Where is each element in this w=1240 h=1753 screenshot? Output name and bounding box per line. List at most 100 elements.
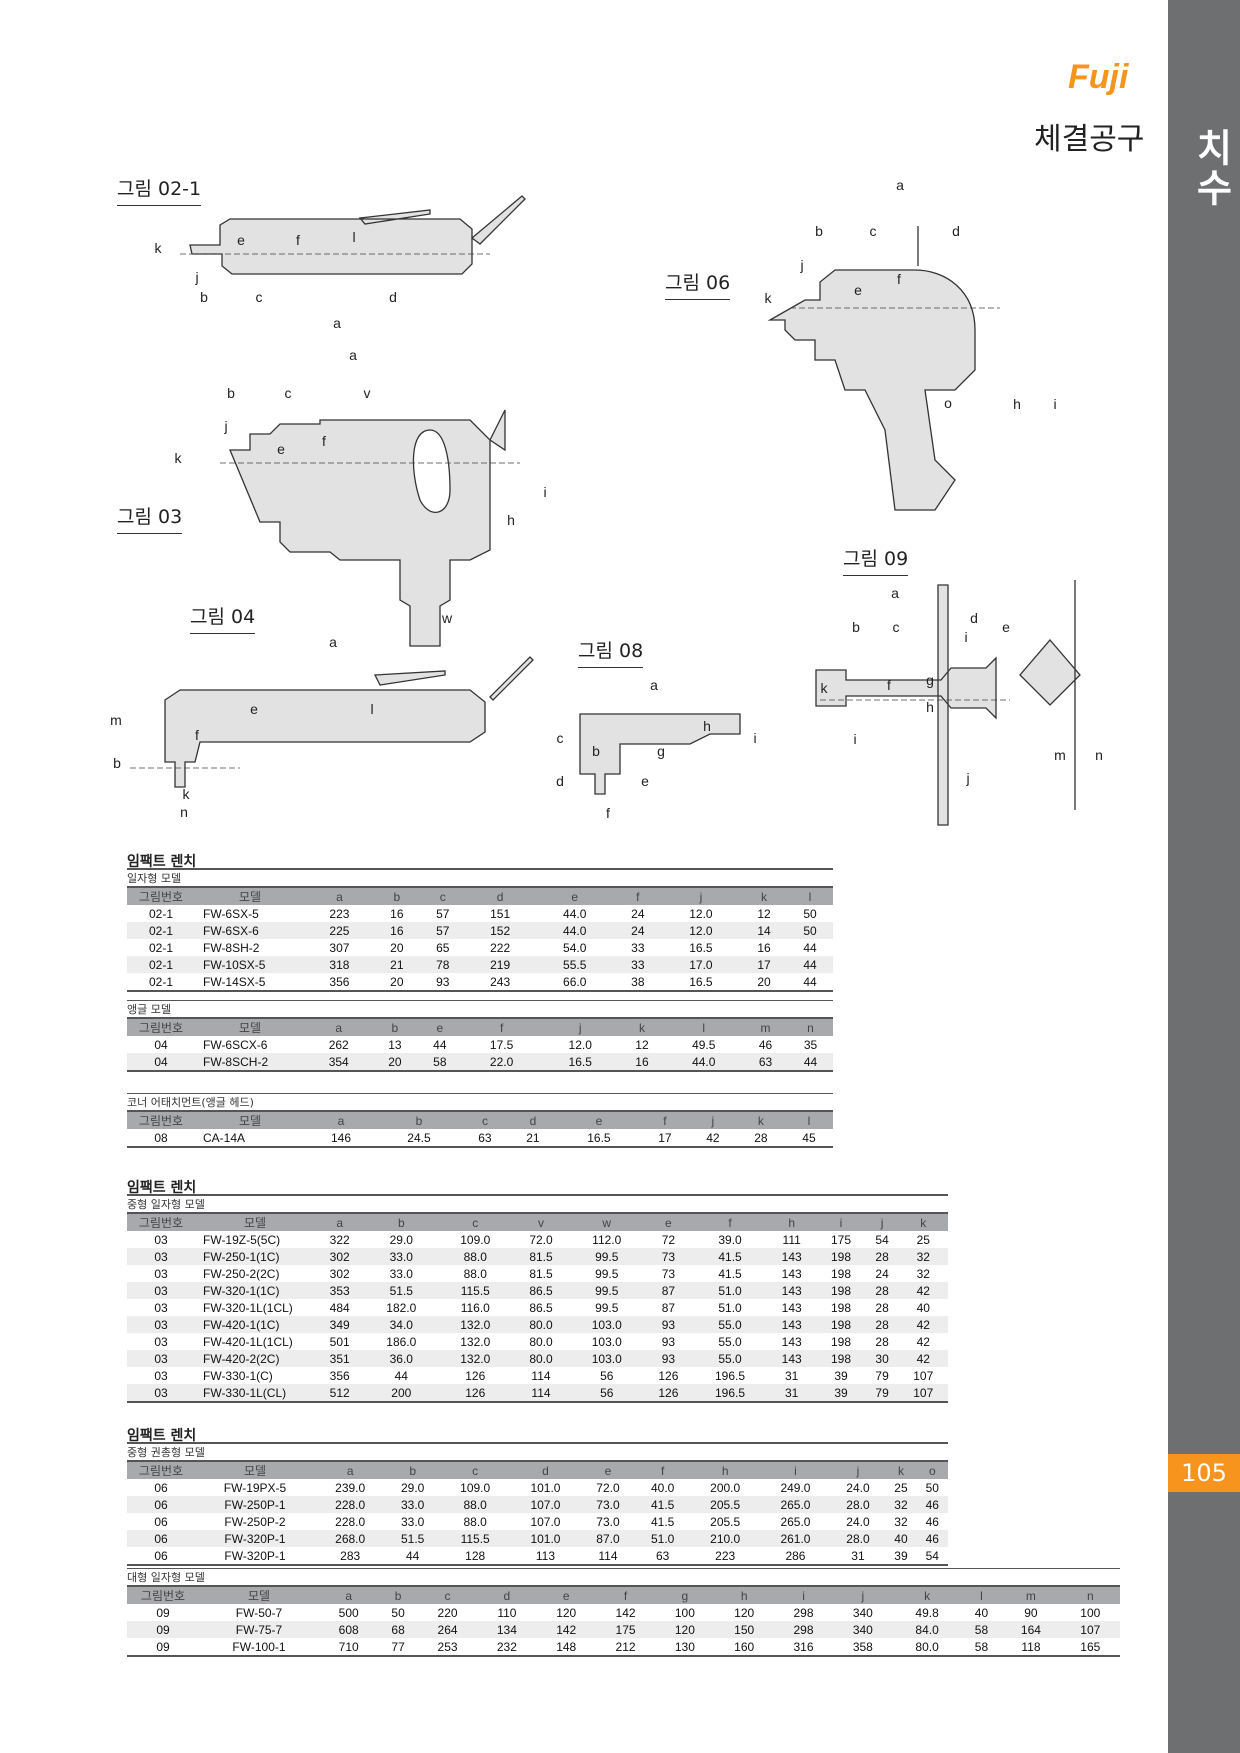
table-subtitle: 앵글 모델	[127, 1000, 833, 1017]
table-cell: 212	[615, 1639, 636, 1654]
table-cell: 16	[757, 940, 771, 955]
column-header: c	[419, 886, 466, 905]
table-cell: 143	[767, 1248, 817, 1265]
dimension-label: e	[277, 441, 285, 457]
table-cell: 39	[816, 1384, 866, 1402]
table-cell: 107.0	[510, 1496, 581, 1513]
table-cell: 51.0	[693, 1282, 767, 1299]
column-header: j	[830, 1460, 886, 1479]
dimension-label: a	[650, 677, 658, 693]
table-cell: 32	[885, 1496, 917, 1513]
table-cell: 45	[802, 1130, 816, 1145]
column-header: c	[440, 1460, 511, 1479]
column-header: k	[885, 1460, 917, 1479]
dimension-label: f	[296, 232, 300, 248]
table-cell: 109.0	[460, 1480, 491, 1495]
table-cell: 73.0	[596, 1514, 620, 1529]
table-cell: 107.0	[530, 1514, 561, 1529]
table-cell: 198	[816, 1316, 866, 1333]
table-cell: 81.5	[529, 1266, 553, 1281]
table-cell: 484	[329, 1300, 350, 1315]
table-cell: FW-75-7	[199, 1621, 319, 1638]
table-cell: 28	[875, 1300, 889, 1315]
table-cell: 182.0	[386, 1300, 417, 1315]
table-cell: 264	[417, 1621, 478, 1638]
table-cell: 80.0	[915, 1639, 939, 1654]
table-cell: FW-6SX-5	[203, 906, 259, 921]
table-cell: 14	[741, 922, 787, 939]
column-header: b	[376, 1110, 461, 1129]
column-header: e	[536, 1585, 596, 1604]
column-header: d	[465, 886, 535, 905]
table-cell: 81.5	[512, 1248, 570, 1265]
table-cell: 261.0	[760, 1530, 831, 1547]
table-cell: 340	[852, 1605, 873, 1620]
column-header: k	[892, 1585, 962, 1604]
table-cell: 31	[767, 1384, 817, 1402]
table-cell: 130	[674, 1639, 695, 1654]
table-cell: 06	[154, 1514, 168, 1529]
table-cell: 143	[781, 1334, 802, 1349]
table-cell: 02-1	[148, 974, 174, 989]
table-cell: CA-14A	[203, 1130, 246, 1145]
table-cell: 160	[734, 1639, 755, 1654]
table-cell: 38	[631, 974, 645, 989]
dimension-label: i	[964, 629, 967, 645]
dimension-label: a	[896, 177, 904, 193]
table-cell: 72	[661, 1232, 676, 1247]
side-title: 치수	[1189, 128, 1233, 208]
category-title: 체결공구	[1034, 122, 1145, 157]
column-header: 모델	[195, 1212, 315, 1231]
table-cell: 33.0	[389, 1266, 413, 1281]
dimension-label: c	[285, 385, 292, 401]
table-cell: 44.0	[534, 922, 615, 939]
table-cell: 56	[569, 1384, 644, 1402]
table-cell: 114	[531, 1368, 551, 1383]
table-cell: 40.0	[650, 1480, 675, 1495]
table-cell: FW-250P-1	[195, 1496, 315, 1513]
table-cell: 58	[417, 1053, 463, 1071]
table-cell: FW-320P-1	[195, 1530, 315, 1547]
table-cell: 99.5	[595, 1300, 619, 1315]
table-cell: 219	[465, 956, 535, 973]
table-cell: 88.0	[463, 1266, 487, 1281]
table-cell: 58	[974, 1639, 989, 1654]
table-cell: 28	[875, 1334, 889, 1349]
table-cell: 29.0	[389, 1232, 413, 1247]
table-cell: 103.0	[591, 1334, 622, 1349]
table-cell: FW-330-1(C)	[203, 1368, 273, 1383]
column-header: v	[512, 1212, 570, 1231]
dimension-label: f	[195, 727, 199, 743]
column-header: 그림번호	[127, 1460, 195, 1479]
table-cell: 50	[925, 1480, 939, 1495]
figure-title-03: 그림 03	[117, 502, 183, 534]
table-cell: 12.0	[568, 1037, 592, 1052]
table-cell: 44.0	[664, 1053, 744, 1071]
column-header: a	[305, 1110, 377, 1129]
table-cell: 09	[156, 1605, 170, 1620]
dimension-label: v	[364, 385, 371, 401]
column-header: e	[534, 886, 615, 905]
table-cell: 302	[329, 1266, 350, 1281]
table-cell: 28	[865, 1248, 899, 1265]
table-cell: 33.0	[385, 1496, 440, 1513]
table-cell: 28.0	[830, 1530, 886, 1547]
dimension-label: e	[854, 282, 862, 298]
dimension-label: f	[897, 271, 901, 287]
table-cell: 17.5	[489, 1037, 514, 1052]
table-cell: 210.0	[690, 1530, 761, 1547]
table-cell: 06	[127, 1496, 195, 1513]
dimension-label: k	[821, 680, 829, 696]
column-header: 모델	[195, 1110, 305, 1129]
table-cell: 44	[433, 1037, 447, 1052]
fuji-logo: Fuji	[1068, 58, 1129, 96]
table-cell: 04	[127, 1053, 195, 1071]
dimension-label: k	[765, 290, 773, 306]
